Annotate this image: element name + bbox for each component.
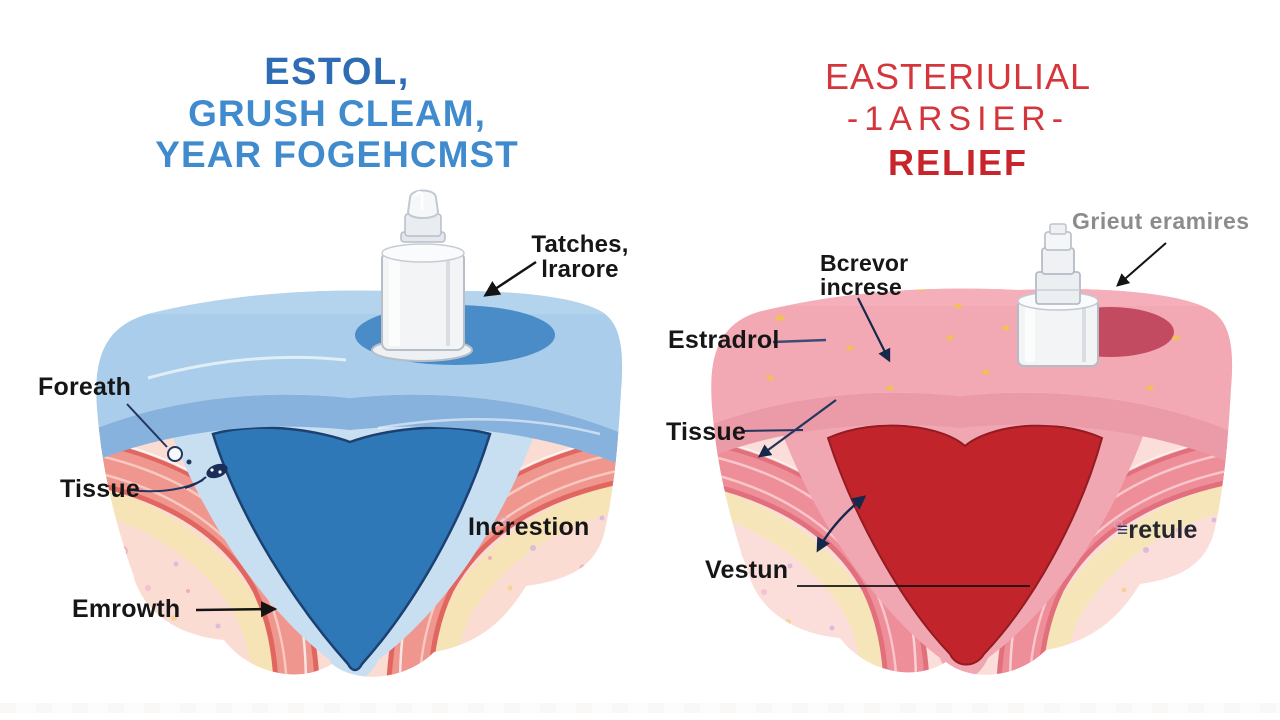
left-surface-highlight2	[377, 418, 601, 436]
label-tatches: Tatches, lrarore	[528, 231, 632, 283]
spray-bottle	[1017, 223, 1099, 367]
label-foreath: Foreath	[38, 373, 132, 401]
right-title-line1: EASTERIULIAL	[824, 56, 1092, 97]
right-title-line2: -1ARSIER-	[846, 100, 1070, 138]
right-cross-section	[711, 288, 1233, 675]
label-tissue-left: Tissue	[60, 475, 140, 503]
right-surface-light	[711, 288, 1233, 306]
label-tatches-line2: lrarore	[541, 255, 619, 283]
label-tissue-right: Tissue	[666, 418, 746, 446]
right-title: EASTERIULIAL -1ARSIER- RELIEF	[758, 55, 1158, 184]
right-surface	[711, 288, 1233, 434]
right-channel	[826, 424, 1104, 666]
left-tissue-diagram	[96, 189, 623, 677]
label-tatches-line1: Tatches,	[531, 231, 629, 258]
label-bcrevor: Bcrevor increse	[820, 250, 909, 300]
left-title: ESTOL, GRUSH CLEAM, YEAR FOGEHCMST	[117, 51, 557, 176]
left-title-line3: YEAR FOGEHCMST	[155, 134, 519, 175]
label-emrowth: Emrowth	[72, 595, 181, 623]
label-bcrevor-line1: Bcrevor	[820, 250, 909, 276]
right-title-line3: RELIEF	[887, 142, 1028, 183]
left-surface-highlight1	[147, 355, 347, 380]
dropper-bottle	[371, 189, 473, 362]
right-tissue-diagram	[711, 223, 1233, 675]
label-increstion: Increstion	[468, 513, 590, 541]
label-retule-text: retule	[1128, 516, 1198, 544]
left-title-line1: ESTOL,	[264, 51, 410, 93]
label-estradrol: Estradrol	[668, 326, 780, 354]
retule-prefix-glyph: ≡	[1117, 520, 1129, 541]
left-surface-band	[96, 394, 623, 468]
label-retule: ≡retule	[1117, 517, 1198, 543]
bottom-noise-strip	[0, 703, 1280, 713]
label-grant: Grieut eramires	[1072, 208, 1250, 234]
left-channel	[211, 426, 492, 672]
label-bcrevor-line2: increse	[820, 273, 902, 300]
label-vestun: Vestun	[705, 556, 789, 584]
left-title-line2: GRUSH CLEAM,	[188, 93, 486, 134]
